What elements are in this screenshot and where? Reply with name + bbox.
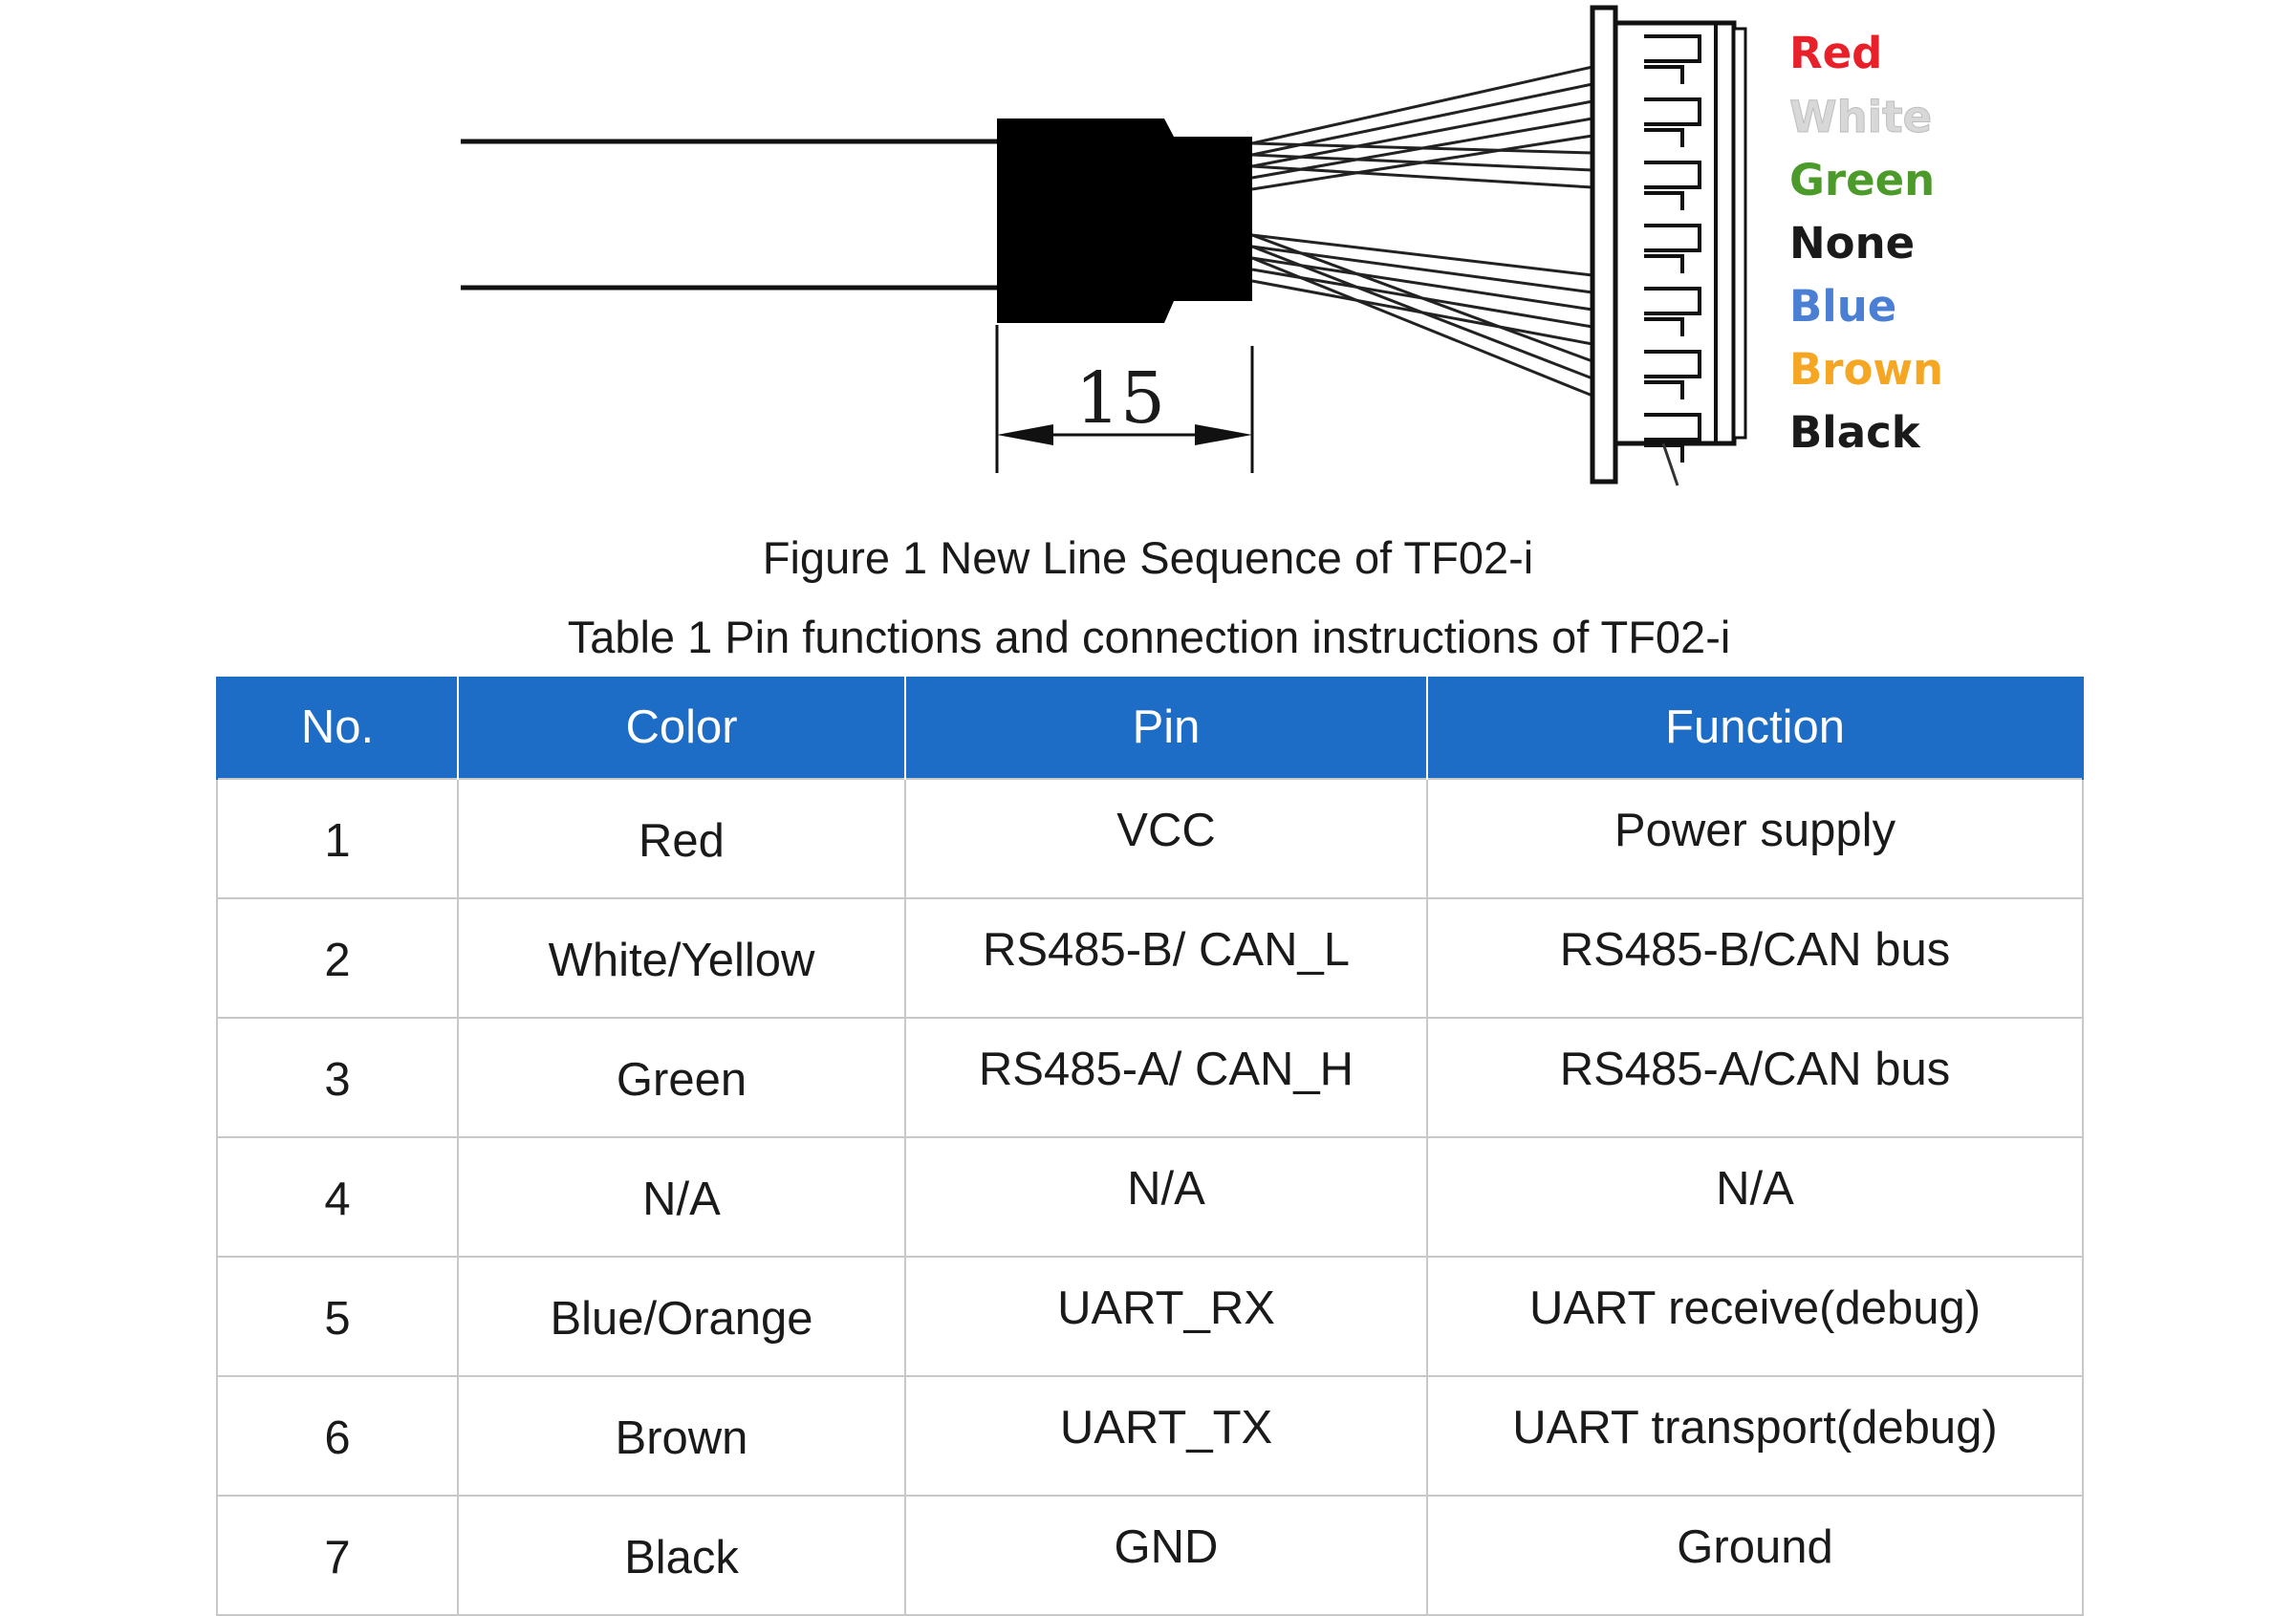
dimension-value: 15: [1075, 357, 1165, 440]
cell-color: N/A: [457, 1136, 906, 1258]
cell-pin: UART_RX: [904, 1256, 1428, 1377]
cell-function: RS485-B/CAN bus: [1426, 897, 2084, 1019]
cell-no: 5: [216, 1256, 459, 1377]
cell-color: Black: [457, 1495, 906, 1616]
wire-label-blue: Blue: [1789, 281, 1897, 332]
cell-no: 4: [216, 1136, 459, 1258]
wire-label-red: Red: [1789, 28, 1883, 78]
fan-wire: [1251, 245, 1593, 380]
connector-pin-slot-detail: [1644, 128, 1684, 147]
cell-color: Red: [457, 778, 906, 899]
cell-pin: RS485-A/ CAN_H: [904, 1017, 1428, 1138]
cell-function: UART transport(debug): [1426, 1375, 2084, 1497]
table-caption: Table 1 Pin functions and connection ins…: [567, 612, 1731, 662]
fan-wire: [1251, 164, 1593, 189]
cell-color: Blue/Orange: [457, 1256, 906, 1377]
cell-no: 1: [216, 778, 459, 899]
cell-no: 7: [216, 1495, 459, 1616]
cable-harness-drawing: 15: [461, 5, 1747, 486]
connector-pin-slot-detail: [1644, 443, 1684, 463]
cell-color: White/Yellow: [457, 897, 906, 1019]
table-header-row: No. Color Pin Function: [216, 677, 2084, 779]
column-header-pin: Pin: [904, 677, 1428, 779]
column-header-no: No.: [216, 677, 459, 779]
wire-label-none: None: [1789, 218, 1916, 269]
cell-no: 3: [216, 1017, 459, 1138]
column-header-color: Color: [457, 677, 906, 779]
dimension-marker: 15: [995, 325, 1254, 473]
cell-function: N/A: [1426, 1136, 2084, 1258]
connector-pin-slot: [1644, 224, 1701, 252]
connector-pin-slot-detail: [1644, 380, 1684, 399]
connector-tab: [1661, 442, 1679, 486]
connector-pin-slot-detail: [1644, 254, 1684, 273]
cell-no: 6: [216, 1375, 459, 1497]
cell-function: Power supply: [1426, 778, 2084, 899]
cell-color: Brown: [457, 1375, 906, 1497]
cell-color: Green: [457, 1017, 906, 1138]
wire-label-white: White: [1788, 92, 1933, 142]
connector-pin-slot-detail: [1644, 317, 1684, 336]
connector-pin-slot-detail: [1644, 65, 1684, 84]
connector-latch: [1732, 27, 1747, 440]
fan-wire: [1251, 65, 1593, 145]
column-header-function: Function: [1426, 677, 2084, 779]
cell-pin: N/A: [904, 1136, 1428, 1258]
fan-wire: [1251, 99, 1593, 168]
cell-no: 2: [216, 897, 459, 1019]
connector-pin-slot: [1644, 161, 1701, 189]
wire-label-brown: Brown: [1789, 344, 1944, 395]
connector-pin-slot: [1644, 287, 1701, 315]
fan-wire: [1251, 82, 1593, 157]
cell-pin: UART_TX: [904, 1375, 1428, 1497]
connector-pin-slots: [1644, 34, 1701, 463]
fan-wire: [1251, 233, 1593, 277]
cell-function: RS485-A/CAN bus: [1426, 1017, 2084, 1138]
connector-pin-slot: [1644, 34, 1701, 63]
fan-wires: [1251, 65, 1593, 398]
cell-function: UART receive(debug): [1426, 1256, 2084, 1377]
connector-pin-slot: [1644, 350, 1701, 378]
wire-label-green: Green: [1789, 155, 1936, 205]
heat-shrink-sleeve: [997, 119, 1252, 323]
fan-wire: [1251, 245, 1593, 294]
connector-pin-slot: [1644, 97, 1701, 126]
fan-wire: [1251, 256, 1593, 312]
connector-pin-slot-detail: [1644, 191, 1684, 210]
fan-wire: [1251, 153, 1593, 172]
connector-housing: [1590, 5, 1747, 486]
connector-pin-slot: [1644, 413, 1701, 442]
cell-pin: RS485-B/ CAN_L: [904, 897, 1428, 1019]
figure-caption: Figure 1 New Line Sequence of TF02-i: [762, 532, 1534, 583]
fan-wire: [1251, 256, 1593, 398]
cell-pin: VCC: [904, 778, 1428, 899]
cell-function: Ground: [1426, 1495, 2084, 1616]
wire-label-black: Black: [1789, 407, 1920, 458]
cell-pin: GND: [904, 1495, 1428, 1616]
fan-wire: [1251, 233, 1593, 363]
connector-flange: [1590, 5, 1618, 485]
fan-wire: [1251, 141, 1593, 155]
